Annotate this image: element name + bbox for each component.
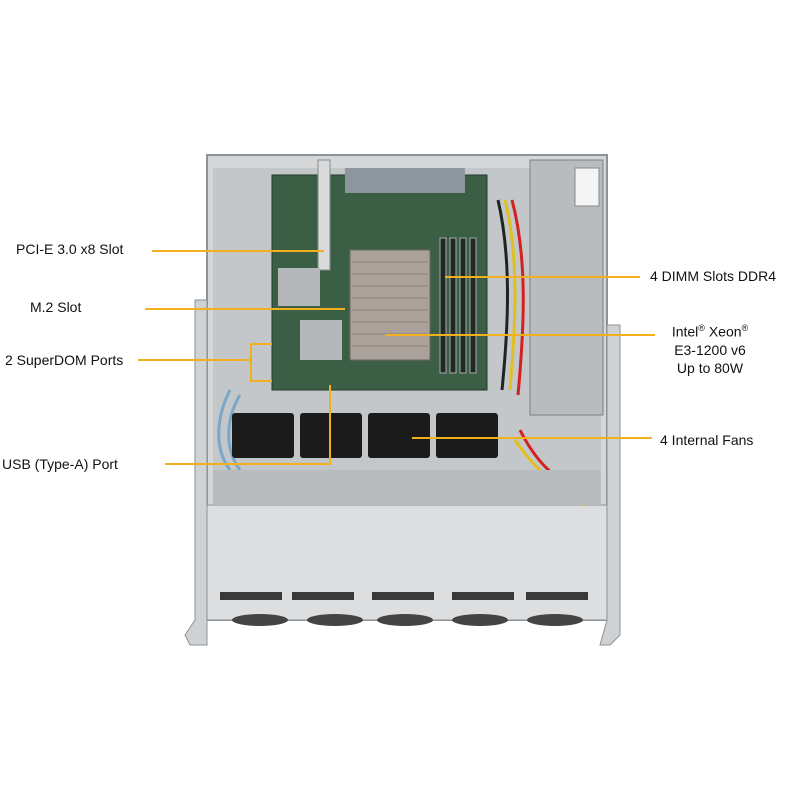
callout-cpu-line1: Intel® Xeon® — [671, 323, 749, 340]
leader-line-fans — [412, 437, 652, 439]
callout-cpu-line2: E3-1200 v6 — [674, 341, 746, 358]
pcie-riser — [317, 159, 331, 271]
front-bezel — [206, 504, 608, 621]
leader-line-usb-vertical — [329, 385, 331, 465]
callout-cpu-line3: Up to 80W — [676, 359, 744, 376]
rear-io — [345, 168, 465, 193]
heatsink-fins — [352, 261, 428, 347]
psu-label — [574, 167, 600, 207]
callout-dimm-slots: 4 DIMM Slots DDR4 — [650, 268, 777, 284]
internal-fans — [232, 413, 498, 458]
drive-bay-area — [213, 470, 601, 505]
cpu-heatsink — [349, 249, 431, 361]
callout-m2-slot: M.2 Slot — [30, 299, 82, 315]
leader-line-m2 — [145, 308, 345, 310]
callout-usb-port: USB (Type-A) Port — [2, 456, 118, 472]
dimm-slots — [439, 237, 477, 374]
leader-line-usb — [165, 463, 330, 465]
chipset-2 — [300, 320, 342, 360]
leader-line-superdom-top — [250, 343, 272, 345]
rack-ear-left — [184, 299, 208, 646]
leader-line-superdom-vertical — [250, 343, 252, 381]
leader-line-dimm — [445, 276, 640, 278]
callout-internal-fans: 4 Internal Fans — [660, 432, 754, 448]
leader-line-superdom — [138, 359, 250, 361]
leader-line-pcie — [152, 250, 324, 252]
callout-superdom-ports: 2 SuperDOM Ports — [5, 352, 124, 368]
callout-cpu: Intel® Xeon® E3-1200 v6 Up to 80W — [660, 319, 760, 377]
leader-line-superdom-bottom — [250, 380, 272, 382]
leader-line-cpu — [385, 334, 655, 336]
chipset-1 — [278, 268, 320, 306]
callout-pcie-slot: PCI-E 3.0 x8 Slot — [16, 241, 124, 257]
front-vents — [220, 592, 588, 600]
front-feet — [232, 614, 583, 626]
